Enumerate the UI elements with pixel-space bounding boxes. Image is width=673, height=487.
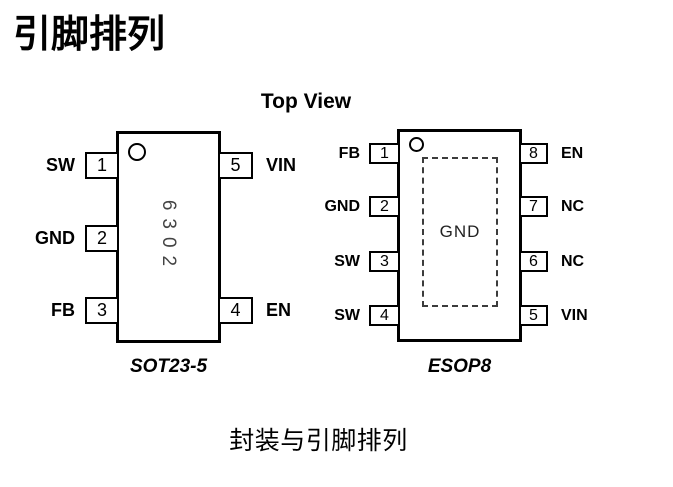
pin-box-6: 6 xyxy=(519,251,548,272)
pin-label-fb: FB xyxy=(51,300,75,320)
pin-box-5: 5 xyxy=(519,305,548,326)
pin-label-en: EN xyxy=(266,300,292,320)
pin-number: 3 xyxy=(380,252,389,270)
pin-label-fb: FB xyxy=(338,145,360,162)
pin-box-2: 2 xyxy=(85,225,119,252)
pin-label-sw: SW xyxy=(334,253,360,270)
pin-number: 3 xyxy=(96,300,107,320)
pin-label-nc: NC xyxy=(561,198,585,215)
pin1-indicator-dot-sot xyxy=(128,143,146,161)
pin-label-vin: VIN xyxy=(266,155,297,175)
pin-box-5: 5 xyxy=(218,152,253,179)
package-name-sot23-5: SOT23-5 xyxy=(129,356,208,377)
pin-box-1: 1 xyxy=(369,143,400,164)
package-name-esop8: ESOP8 xyxy=(427,356,492,377)
pin-label-vin: VIN xyxy=(561,307,588,324)
pin-label-en: EN xyxy=(561,145,584,162)
pin-box-4: 4 xyxy=(369,305,400,326)
pin-label-gnd: GND xyxy=(324,198,360,215)
pin-box-3: 3 xyxy=(85,297,119,324)
pin-number: 5 xyxy=(529,306,538,324)
pin-number: 8 xyxy=(529,144,538,162)
pin-number: 4 xyxy=(380,306,389,324)
pin-number: 4 xyxy=(230,300,241,320)
pin-number: 7 xyxy=(529,197,538,215)
pin-number: 6 xyxy=(529,252,538,270)
figure-caption: 封装与引脚排列 xyxy=(229,427,408,455)
pin-box-4: 4 xyxy=(218,297,253,324)
thermal-pad-outline: GND xyxy=(422,157,498,307)
pin-label-sw: SW xyxy=(46,155,75,175)
pin-box-2: 2 xyxy=(369,196,400,217)
pin-box-8: 8 xyxy=(519,143,548,164)
thermal-pad-label: GND xyxy=(439,222,481,241)
pin-label-sw: SW xyxy=(334,307,360,324)
pin-number: 1 xyxy=(96,155,107,175)
pin-box-1: 1 xyxy=(85,152,119,179)
pin1-indicator-dot-esop xyxy=(409,137,424,152)
pin-number: 2 xyxy=(380,197,389,215)
sot23-5-package-body xyxy=(116,131,221,343)
top-view-label: Top View xyxy=(260,90,352,113)
pin-box-3: 3 xyxy=(369,251,400,272)
pin-number: 5 xyxy=(230,155,241,175)
pin-label-nc: NC xyxy=(561,253,585,270)
pin-number: 2 xyxy=(96,228,107,248)
pin-label-gnd: GND xyxy=(35,228,75,248)
pin-box-7: 7 xyxy=(519,196,548,217)
pin-number: 1 xyxy=(380,144,389,162)
section-title: 引脚排列 xyxy=(13,14,166,56)
